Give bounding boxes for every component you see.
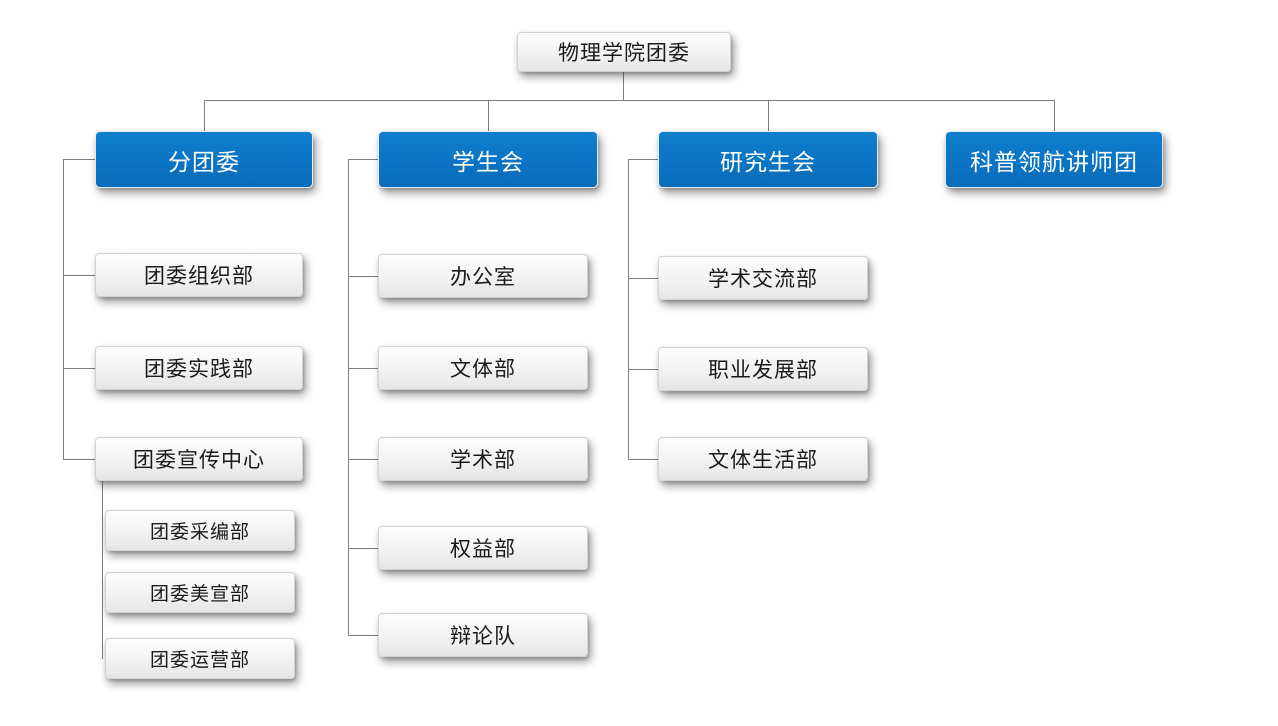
connector-stub [348, 548, 378, 549]
node-child-office: 办公室 [378, 254, 588, 298]
connector-drop-branch-2 [768, 100, 769, 131]
connector-stub [63, 275, 95, 276]
node-branch-yanjiushenghui: 研究生会 [658, 131, 878, 188]
node-child-culture-sports-life-dept: 文体生活部 [658, 437, 868, 481]
node-grandchild-art-publicity-dept: 团委美宣部 [105, 572, 295, 613]
connector-stub [628, 278, 658, 279]
node-child-academic-exchange-dept: 学术交流部 [658, 256, 868, 300]
connector-stub [628, 459, 658, 460]
connector-stub [348, 276, 378, 277]
node-root: 物理学院团委 [517, 32, 731, 72]
connector-drop-branch-3 [1054, 100, 1055, 131]
connector-stub [628, 159, 658, 160]
node-child-career-development-dept: 职业发展部 [658, 347, 868, 391]
connector-stub [628, 369, 658, 370]
node-child-culture-sports-dept: 文体部 [378, 346, 588, 390]
connector-main-bus [204, 100, 1055, 101]
connector-rail-branch-1 [348, 159, 349, 636]
node-branch-kepu-lecturers: 科普领航讲师团 [945, 131, 1163, 188]
node-child-organization-dept: 团委组织部 [95, 253, 303, 297]
node-child-academic-dept: 学术部 [378, 437, 588, 481]
node-child-practice-dept: 团委实践部 [95, 346, 303, 390]
node-branch-fentuanwei: 分团委 [95, 131, 313, 188]
connector-drop-branch-0 [204, 100, 205, 131]
connector-drop-branch-1 [488, 100, 489, 131]
node-grandchild-operations-dept: 团委运营部 [105, 638, 295, 679]
connector-rail-subbranch-0 [102, 481, 103, 659]
node-branch-xueshenghui: 学生会 [378, 131, 598, 188]
connector-rail-branch-0 [63, 159, 64, 460]
connector-stub [348, 368, 378, 369]
connector-stub [348, 635, 378, 636]
connector-root-drop [623, 72, 624, 100]
node-child-rights-dept: 权益部 [378, 526, 588, 570]
node-child-debate-team: 辩论队 [378, 613, 588, 657]
connector-stub [348, 459, 378, 460]
node-grandchild-editing-dept: 团委采编部 [105, 510, 295, 551]
connector-stub [348, 159, 378, 160]
connector-stub [63, 159, 95, 160]
connector-stub [63, 459, 95, 460]
connector-rail-branch-2 [628, 159, 629, 460]
connector-stub [63, 368, 95, 369]
node-child-publicity-center: 团委宣传中心 [95, 437, 303, 481]
